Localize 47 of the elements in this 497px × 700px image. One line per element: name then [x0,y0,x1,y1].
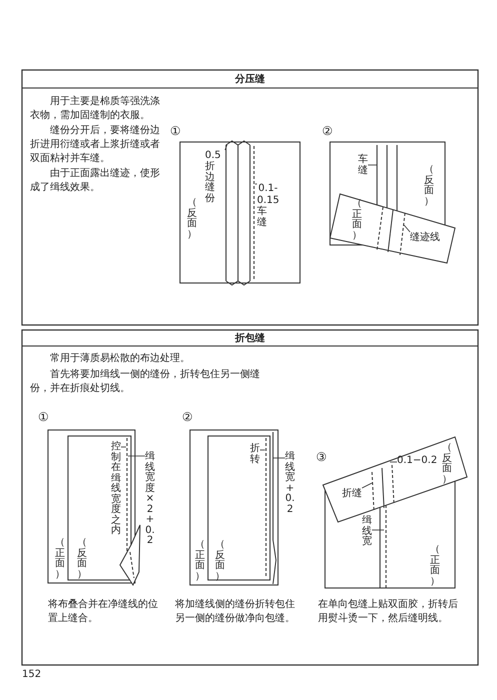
leader-text: 折边缝份 [205,162,215,204]
fabric-drawing [48,430,140,586]
paragraph: 首先将要加缉线一侧的缝份，折转包住另一侧缝份，并在折痕处切线。 [30,368,261,396]
leader-text: 缉线宽度×2+0.2 [145,452,155,546]
leader-text: 缉线宽 [362,516,372,548]
leader-text: 缝迹线 [410,232,440,244]
side-label: （正面） [352,199,362,241]
leader-text: 0.5 [205,150,222,161]
caption: 在单向包缝上贴双面胶，折转后用熨斗烫一下，然后缝明线。 [318,598,458,626]
paragraph: 用于主要是棉质等强洗涤衣物，需加固缝制的衣服。 [30,95,161,123]
leader-text: 折缝 [342,488,362,500]
fabric-drawing [329,142,456,264]
leader-line [368,164,378,166]
leader-line [362,482,372,488]
side-label: （反面） [187,198,197,240]
side-label: （反面） [77,538,87,580]
section-title: 分压缝 [234,73,266,87]
step-number: ① [170,124,181,138]
leader-text: 控制在缉线宽度之内 [111,442,121,536]
side-label: （反面） [215,540,225,582]
leader-text: 0.1-0.15 [257,183,279,206]
leader-text: 0.1−0.2 [397,455,438,467]
paragraph: 常用于薄质易松散的布边处理。 [49,352,191,366]
step-number: ① [38,410,49,424]
caption: 将加缝线侧的缝份折转包住另一侧的缝份做净向包缝。 [175,598,296,626]
caption: 将布叠合并在净缝线的位置上缝合。 [48,598,159,626]
step-number: ③ [316,450,327,464]
page-number: 152 [22,668,42,682]
step-number: ② [322,124,333,138]
fabric-drawing [190,430,278,586]
leader-text: 缉线宽+0.2 [285,452,295,515]
side-label: （正面） [55,538,65,580]
section-title: 折包缝 [234,332,266,346]
step-number: ② [182,410,193,424]
leader-line [120,446,126,448]
leader-text: 车缝 [358,155,368,176]
leader-text: 车缝 [257,207,267,228]
paragraph: 缝份分开后，要将缝份边折进用衍缝或者上浆折缝或者双面粘衬并车缝。 [30,124,161,166]
leader-line [404,224,410,232]
leader-text: 折转 [250,444,260,465]
side-label: （正面） [430,545,440,587]
side-label: （反面） [424,165,434,207]
fabric-drawing [180,140,300,286]
side-label: （正面） [195,540,205,582]
leader-line [224,144,228,150]
paragraph: 由于正面露出缝迹，使形成了缉线效果。 [30,167,161,195]
side-label: （反面） [442,443,452,485]
